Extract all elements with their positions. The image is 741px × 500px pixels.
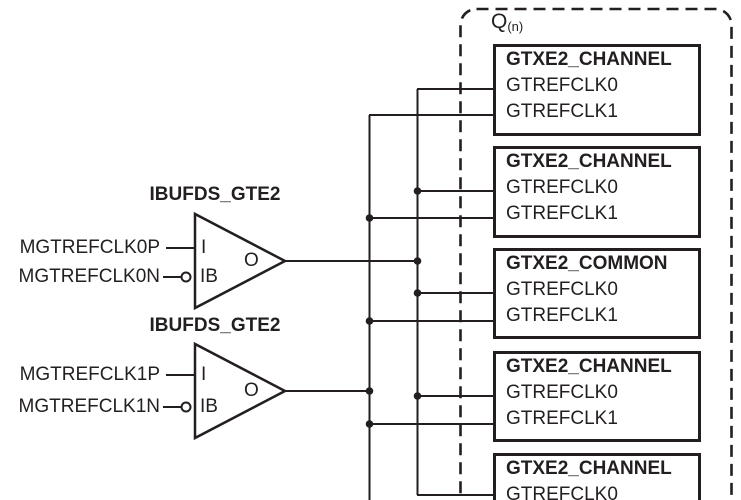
buffer1-port-ib-label: IB [200, 396, 218, 417]
block-port-gtrefclk0: GTREFCLK0 [506, 382, 618, 403]
junction-dot [413, 257, 422, 265]
buffer0-ib-bubble-icon [180, 271, 192, 283]
buffer0-port-ib-label: IB [200, 266, 218, 287]
block-port-gtrefclk0: GTREFCLK0 [506, 75, 618, 96]
mgtrefclk0n-label: MGTREFCLK0N [18, 266, 160, 287]
buffer0-port-o-label: O [244, 250, 259, 271]
gtxe2-channel-block-4: GTXE2_CHANNEL GTREFCLK0 [493, 453, 701, 500]
block-port-gtrefclk0: GTREFCLK0 [506, 177, 618, 198]
junction-dot [365, 420, 374, 428]
junction-dot [413, 392, 422, 400]
block-title: GTXE2_CHANNEL [506, 356, 672, 377]
block-port-gtrefclk0: GTREFCLK0 [506, 484, 618, 500]
mgtrefclk1n-label: MGTREFCLK1N [18, 396, 160, 417]
buffer0-type-label: IBUFDS_GTE2 [149, 184, 281, 205]
block-port-gtrefclk1: GTREFCLK1 [506, 305, 618, 326]
buffer0-port-i-label: I [201, 237, 207, 258]
buffer1-type-label: IBUFDS_GTE2 [149, 315, 281, 336]
buffer1-ib-bubble-icon [180, 401, 192, 413]
mgtrefclk0p-label: MGTREFCLK0P [19, 237, 160, 258]
block-title: GTXE2_CHANNEL [506, 151, 672, 172]
gtxe2-channel-block-1: GTXE2_CHANNEL GTREFCLK0 GTREFCLK1 [493, 44, 701, 136]
junction-dot [365, 317, 374, 325]
block-port-gtrefclk1: GTREFCLK1 [506, 203, 618, 224]
quad-label-subscript: (n) [507, 19, 524, 34]
block-port-gtrefclk1: GTREFCLK1 [506, 408, 618, 429]
junction-dot [365, 387, 374, 395]
gtxe2-channel-block-3: GTXE2_CHANNEL GTREFCLK0 GTREFCLK1 [493, 351, 701, 442]
quad-dashed-border [459, 7, 733, 500]
block-port-gtrefclk1: GTREFCLK1 [506, 101, 618, 122]
block-title: GTXE2_CHANNEL [506, 49, 672, 70]
buffer1-port-o-label: O [244, 380, 259, 401]
buffer1-port-i-label: I [201, 364, 207, 385]
quad-label-base: Q [491, 10, 508, 33]
junction-dot [365, 214, 374, 222]
junction-dot [413, 187, 422, 195]
gtxe2-channel-block-2: GTXE2_CHANNEL GTREFCLK0 GTREFCLK1 [493, 146, 701, 238]
buffer0-triangle-icon [193, 211, 288, 311]
junction-dot [413, 289, 422, 297]
block-title: GTXE2_CHANNEL [506, 458, 672, 479]
buffer1-triangle-icon [193, 341, 288, 441]
mgtrefclk1p-label: MGTREFCLK1P [19, 364, 160, 385]
gtxe2-common-block: GTXE2_COMMON GTREFCLK0 GTREFCLK1 [493, 248, 701, 339]
block-title: GTXE2_COMMON [506, 253, 668, 274]
block-port-gtrefclk0: GTREFCLK0 [506, 279, 618, 300]
quad-label: Q(n) [491, 9, 523, 40]
